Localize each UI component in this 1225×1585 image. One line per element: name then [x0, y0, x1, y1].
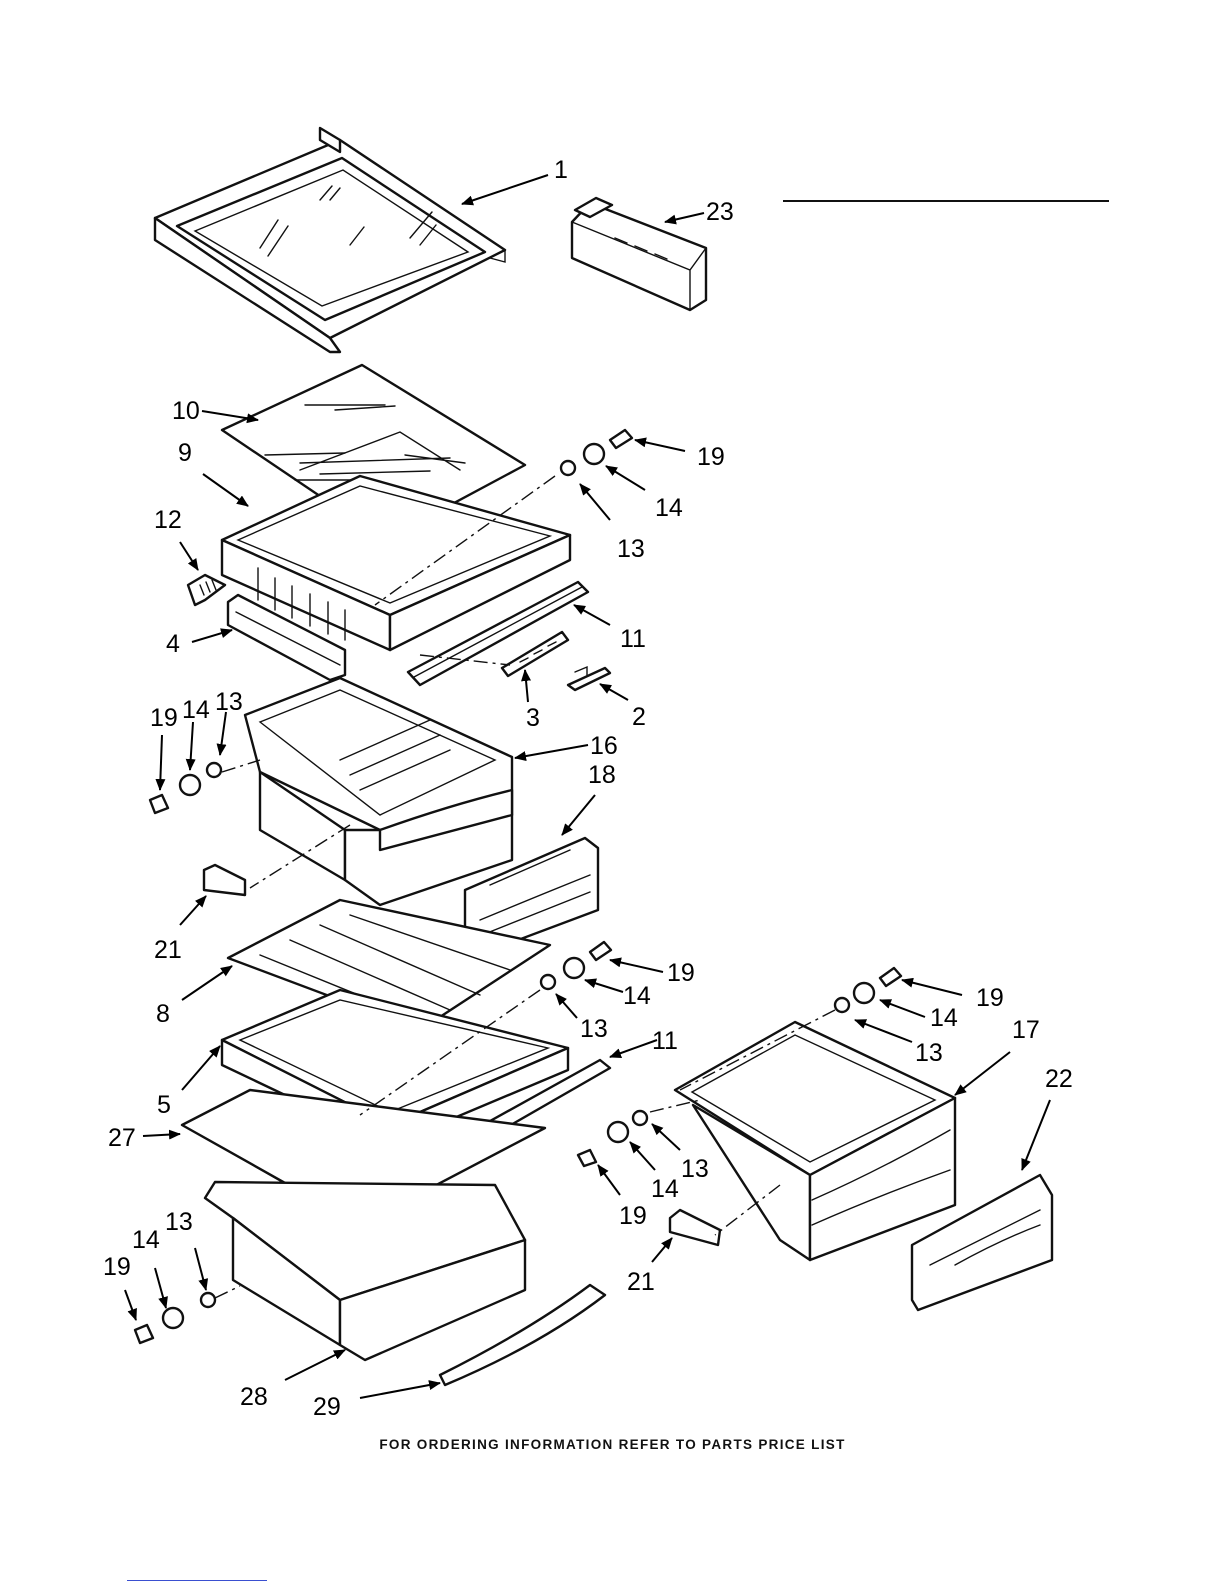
hardware-set-f	[135, 1293, 215, 1343]
callout-2: 2	[632, 703, 646, 731]
callout-16: 16	[590, 732, 618, 760]
part-16-upper-crisper-drawer	[245, 678, 512, 905]
callout-13: 13	[165, 1208, 193, 1236]
callout-11: 11	[620, 625, 646, 653]
callout-19: 19	[667, 959, 695, 987]
callout-3: 3	[526, 704, 540, 732]
callout-5: 5	[157, 1091, 171, 1119]
part-17-right-drawer	[675, 1022, 955, 1260]
hardware-set-e	[578, 1111, 647, 1166]
callout-9: 9	[178, 439, 192, 467]
callout-13: 13	[580, 1015, 608, 1043]
callout-19: 19	[150, 704, 178, 732]
hardware-set-d	[835, 968, 901, 1012]
header-rule	[783, 200, 1109, 202]
part-12-rail-clip	[188, 575, 225, 605]
callout-27: 27	[108, 1124, 136, 1152]
part-21-stopper-left	[204, 865, 245, 895]
part-21-stopper-right	[670, 1210, 720, 1245]
part-23-bin	[572, 198, 706, 310]
link-underline	[127, 1580, 267, 1581]
callout-14: 14	[930, 1004, 958, 1032]
callout-19: 19	[976, 984, 1004, 1012]
callout-14: 14	[655, 494, 683, 522]
callout-28: 28	[240, 1383, 268, 1411]
part-1-glass-shelf	[155, 128, 505, 352]
callout-19: 19	[619, 1202, 647, 1230]
ordering-info-note: FOR ORDERING INFORMATION REFER TO PARTS …	[0, 1437, 1225, 1452]
hardware-set-a	[561, 430, 632, 475]
callout-21: 21	[154, 936, 182, 964]
callout-19: 19	[103, 1253, 131, 1281]
part-28-bottom-drawer	[205, 1182, 525, 1360]
callout-14: 14	[182, 696, 210, 724]
callout-1: 1	[554, 156, 568, 184]
callout-14: 14	[132, 1226, 160, 1254]
callout-11: 11	[652, 1027, 678, 1055]
callout-14: 14	[651, 1175, 679, 1203]
callout-18: 18	[588, 761, 616, 789]
callout-10: 10	[172, 397, 200, 425]
callout-4: 4	[166, 630, 180, 658]
callout-14: 14	[623, 982, 651, 1010]
callout-8: 8	[156, 1000, 170, 1028]
callout-23: 23	[706, 198, 734, 226]
part-3-control-slider	[502, 632, 568, 676]
callout-13: 13	[215, 688, 243, 716]
callout-22: 22	[1045, 1065, 1073, 1093]
callout-12: 12	[154, 506, 182, 534]
callout-29: 29	[313, 1393, 341, 1421]
callout-19: 19	[697, 443, 725, 471]
callout-17: 17	[1012, 1016, 1040, 1044]
callout-21: 21	[627, 1268, 655, 1296]
callout-13: 13	[915, 1039, 943, 1067]
callout-13: 13	[681, 1155, 709, 1183]
hardware-set-c	[541, 942, 611, 989]
callout-13: 13	[617, 535, 645, 563]
